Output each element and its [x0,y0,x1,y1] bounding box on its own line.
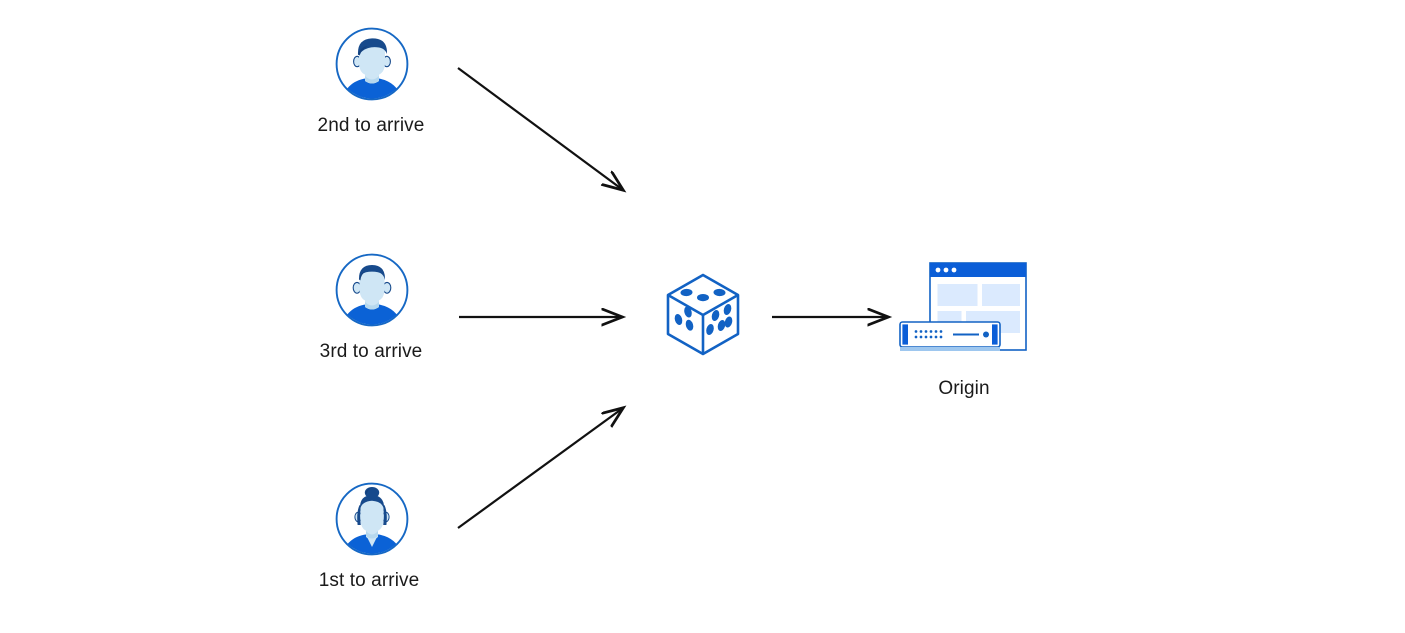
dice-icon [666,273,740,356]
node-client-3rd[interactable] [334,252,410,328]
user-avatar-female-icon [335,482,409,556]
edge-2nd-to-dice [457,67,623,190]
node-client-1st[interactable] [334,481,410,557]
node-origin[interactable] [896,258,1032,358]
user-avatar-male-icon [335,27,409,101]
node-origin-label: Origin [938,378,990,399]
edge-1st-to-dice [457,408,623,529]
node-client-3rd-label: 3rd to arrive [319,341,423,362]
node-client-1st-label: 1st to arrive [318,570,420,591]
user-avatar-male-short-hair-icon [335,253,409,327]
origin-server-icon [899,262,1027,351]
node-client-2nd-label: 2nd to arrive [317,115,425,136]
node-client-2nd[interactable] [334,26,410,102]
node-randomizer[interactable] [660,268,746,360]
server-device-part [899,321,1001,351]
